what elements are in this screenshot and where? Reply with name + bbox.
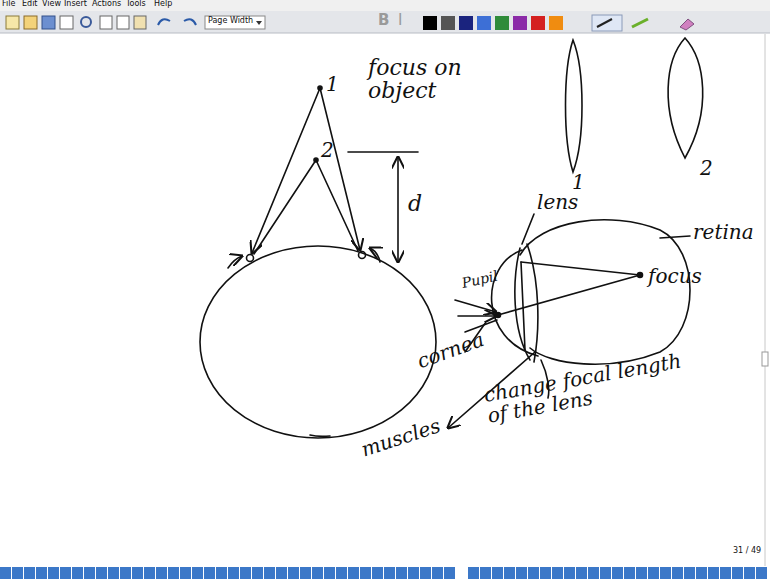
page-strip-cell [612,567,623,579]
page-strip-cell [384,567,395,579]
scroll-mark [762,352,768,366]
toolbar-edge [0,33,770,34]
page-strip-cell [216,567,227,579]
page-strip-cell [48,567,59,579]
page-strip-cell [36,567,47,579]
page-strip-cell [168,567,179,579]
menu-item: File [2,0,15,8]
part-label: retina [693,222,754,243]
menu-bar [0,0,770,11]
page-strip-cell [444,567,455,579]
page-strip-cell [288,567,299,579]
part-label: Pupil [460,269,499,291]
page-strip-cell [468,567,479,579]
page-number: 31 / 49 [733,547,761,555]
page-strip-cell [660,567,671,579]
page-strip-cell [708,567,719,579]
page-strip-cell [744,567,755,579]
page-strip-cell [276,567,287,579]
lens-number: 1 [572,172,585,193]
page-strip-cell [24,567,35,579]
point-number: 1 [326,74,339,95]
page-strip-cell [552,567,563,579]
annotation: change focal length of the lens [482,347,706,427]
menu-item: Tools [126,0,146,8]
page-strip-cell [324,567,335,579]
page-strip-cell [12,567,23,579]
page-strip-cell [528,567,539,579]
lens-shapes [566,38,703,172]
page-strip-cell [648,567,659,579]
page-strip-cell [720,567,731,579]
page-strip-cell [480,567,491,579]
page-strip-cell [672,567,683,579]
page-strip-cell [492,567,503,579]
bold-button: B [378,13,389,29]
page-strip-cell [360,567,371,579]
page-strip-cell [564,567,575,579]
page-strip-cell [240,567,251,579]
page-strip-number: 31 [458,569,467,576]
page-strip-cell [408,567,419,579]
page-strip-cell [264,567,275,579]
dimension-label: d [408,192,422,215]
page-strip-cell [132,567,143,579]
part-label: lens [537,192,578,213]
page-strip-cell [636,567,647,579]
page-strip-cell [696,567,707,579]
page-strip-cell [456,567,467,579]
page-strip-cell [156,567,167,579]
page-strip-cell [84,567,95,579]
page-strip-cell [588,567,599,579]
point-number: 2 [321,140,334,161]
menu-item: Insert [64,0,87,8]
page-strip-cell [312,567,323,579]
page-strip-cell [120,567,131,579]
zoom-select: Page Width [208,17,253,25]
page-strip-cell [756,567,767,579]
toolbar-icons [6,15,694,31]
menu-item: Edit [22,0,38,8]
lens-number: 2 [700,158,713,179]
head-figure [200,86,436,438]
part-label: cornea [414,329,486,372]
page-strip-cell [732,567,743,579]
italic-button: I [398,13,402,29]
annotation: focus on object [368,56,488,102]
page-strip-cell [60,567,71,579]
page-strip-cell [300,567,311,579]
page-strip-cell [180,567,191,579]
page-strip-cell [348,567,359,579]
page-strip-cell [624,567,635,579]
menu-item: Help [154,0,172,8]
page-strip-cell [144,567,155,579]
page-strip-cell [540,567,551,579]
page-strip-cell [228,567,239,579]
page-strip-cell [336,567,347,579]
page-strip-cell [372,567,383,579]
part-label: muscles [359,415,443,460]
page-strip-cell [684,567,695,579]
page-strip-cell [576,567,587,579]
page-strip-cell [192,567,203,579]
page-strip-cell [396,567,407,579]
page-strip-cell [252,567,263,579]
page-strip-cell [504,567,515,579]
page-strip [0,567,767,579]
page-strip-cell [432,567,443,579]
page-strip-cell [108,567,119,579]
part-label: focus [648,266,702,287]
page-strip-cell [72,567,83,579]
page-strip-cell [96,567,107,579]
page-edge [765,34,766,566]
menu-item: Actions [92,0,121,8]
page-strip-cell [0,567,11,579]
page-strip-cell [516,567,527,579]
toolbar [0,11,770,33]
menu-item: View [42,0,61,8]
page-strip-cell [420,567,431,579]
page-strip-cell [600,567,611,579]
page-strip-cell [204,567,215,579]
